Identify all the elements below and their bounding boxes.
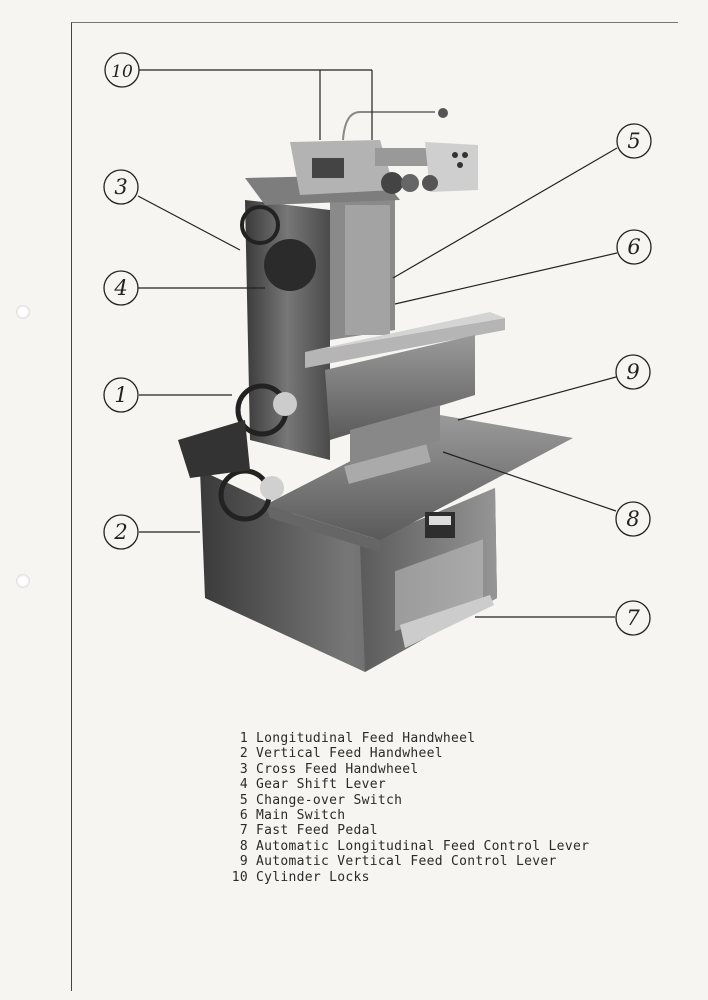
legend-text: Longitudinal Feed Handwheel <box>256 731 476 746</box>
legend-number: 2 <box>239 746 248 762</box>
legend-number: 9 <box>239 854 248 870</box>
legend-text: Gear Shift Lever <box>256 777 387 793</box>
legend-number: 1 <box>239 731 248 746</box>
callout-4: 4 <box>103 270 139 306</box>
machine-body <box>178 108 573 672</box>
svg-text:8: 8 <box>626 507 639 531</box>
punch-hole-bottom <box>16 574 30 588</box>
legend-item: 7 Fast Feed Pedal <box>226 823 646 838</box>
svg-text:10: 10 <box>111 62 133 82</box>
legend-item: 1 Longitudinal Feed Handwheel <box>226 731 646 746</box>
callout-2: 2 <box>103 514 139 550</box>
svg-text:2: 2 <box>113 520 127 544</box>
legend-item: 8 Automatic Longitudinal Feed Control Lev… <box>226 839 646 854</box>
legend-text: Main Switch <box>256 808 346 824</box>
page-frame <box>71 22 678 991</box>
legend-text: Change-over Switch <box>256 792 403 808</box>
legend-item: 3 Cross Feed Handwheel <box>226 762 646 777</box>
callout-1: 1 <box>103 377 139 413</box>
legend-number: 10 <box>231 869 248 885</box>
punch-hole-top <box>16 305 30 319</box>
svg-text:5: 5 <box>627 129 640 153</box>
parts-legend: 1 Longitudinal Feed Handwheel 2 Vertical F… <box>226 731 646 885</box>
callout-5: 5 <box>616 123 652 159</box>
callout-8: 8 <box>615 501 651 537</box>
legend-text: Cross Feed Handwheel <box>256 761 419 777</box>
callout-9: 9 <box>615 354 651 390</box>
legend-number: 4 <box>239 777 248 793</box>
callout-3: 3 <box>103 169 139 205</box>
legend-text: Automatic Vertical Feed Control Lever <box>256 854 557 870</box>
legend-number: 7 <box>239 823 248 839</box>
svg-text:4: 4 <box>113 276 127 300</box>
callout-10: 10 <box>104 52 140 88</box>
callout-7: 7 <box>615 600 651 636</box>
callout-6: 6 <box>616 229 652 265</box>
legend-text: Fast Feed Pedal <box>256 823 378 839</box>
leader-lines <box>137 69 618 618</box>
svg-text:6: 6 <box>627 235 640 259</box>
svg-text:1: 1 <box>114 383 127 407</box>
legend-item: 10 Cylinder Locks <box>226 870 646 885</box>
legend-text: Automatic Longitudinal Feed Control Leve… <box>256 838 590 854</box>
legend-item: 4 Gear Shift Lever <box>226 777 646 792</box>
legend-number: 8 <box>239 838 248 854</box>
svg-text:7: 7 <box>626 606 640 630</box>
legend-number: 5 <box>239 792 248 808</box>
legend-item: 5 Change-over Switch <box>226 793 646 808</box>
legend-item: 2 Vertical Feed Handwheel <box>226 746 646 761</box>
legend-text: Vertical Feed Handwheel <box>256 746 443 762</box>
legend-item: 6 Main Switch <box>226 808 646 823</box>
legend-item: 9 Automatic Vertical Feed Control Lever <box>226 854 646 869</box>
legend-text: Cylinder Locks <box>256 869 370 885</box>
legend-number: 3 <box>239 761 248 777</box>
legend-number: 6 <box>239 808 248 824</box>
svg-text:3: 3 <box>114 175 127 199</box>
svg-text:9: 9 <box>626 360 639 384</box>
